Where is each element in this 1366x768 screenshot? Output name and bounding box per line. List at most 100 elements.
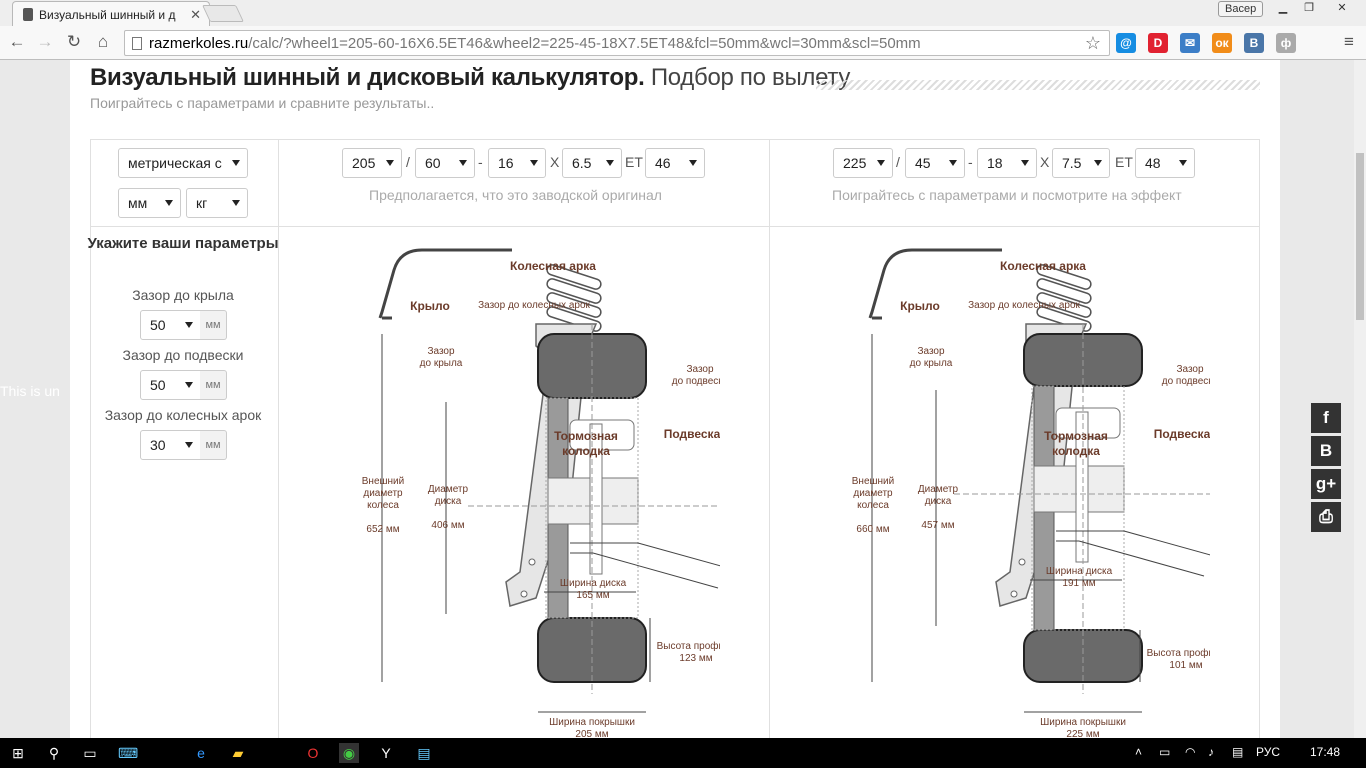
brake-disc-shape xyxy=(589,423,603,575)
file-explorer-icon[interactable]: ▰ xyxy=(232,745,244,761)
suspension-gap-select[interactable]: 50 xyxy=(140,370,201,400)
fender-label: Крыло xyxy=(900,299,940,313)
mail-envelope-icon[interactable]: ✉ xyxy=(1180,33,1200,53)
url-path: /calc/?wheel1=205-60-16X6.5ET46&wheel2=2… xyxy=(248,35,921,52)
rim-width-label: Ширина диска xyxy=(1046,566,1113,577)
et-label: ET xyxy=(625,154,643,170)
disc-diameter-label-2: диска xyxy=(925,496,952,507)
fender-gap-label-1: Зазор xyxy=(427,346,455,357)
notepad-icon[interactable]: ▤ xyxy=(417,745,431,761)
windows-start-icon[interactable]: ⊞ xyxy=(12,745,24,761)
browser-tab[interactable]: Визуальный шинный и д ✕ xyxy=(12,1,210,26)
minimize-icon[interactable]: ▁ xyxy=(1278,2,1288,14)
wheel2-profile-select[interactable]: 45 xyxy=(905,148,965,178)
search-icon[interactable]: ⚲ xyxy=(48,745,60,761)
brake-label-2: колодка xyxy=(562,444,610,458)
clock[interactable]: 17:48 xyxy=(1310,745,1341,759)
wheel1-rim-width-select[interactable]: 6.5 xyxy=(562,148,622,178)
fender-gap-select[interactable]: 50 xyxy=(140,310,201,340)
notification-icon[interactable]: ▤ xyxy=(1232,745,1244,759)
fender-gap-label: Зазор до крыла xyxy=(132,287,234,303)
wheel1-diameter-select[interactable]: 16 xyxy=(488,148,546,178)
weight-unit-select[interactable]: кг xyxy=(186,188,248,218)
new-tab-button[interactable] xyxy=(202,5,244,22)
scrollbar-thumb[interactable] xyxy=(1356,153,1364,320)
mail-ru-icon[interactable]: @ xyxy=(1116,33,1136,53)
language-indicator[interactable]: РУС xyxy=(1256,745,1281,759)
forward-arrow-icon[interactable]: → xyxy=(36,32,54,51)
print-icon[interactable]: ⎙ xyxy=(1311,502,1341,532)
opera-d-icon[interactable]: D xyxy=(1148,33,1168,53)
arch-gap-label: Зазор до колесных арок xyxy=(968,300,1080,311)
chrome-icon[interactable]: ◉ xyxy=(339,743,359,763)
address-bar[interactable]: razmerkoles.ru/calc/?wheel1=205-60-16X6.… xyxy=(124,30,1110,56)
profile-height-value: 101 мм xyxy=(1169,660,1202,671)
volume-icon[interactable]: ♪ xyxy=(1208,745,1214,759)
arch-gap-label: Зазор до колесных арок xyxy=(104,407,262,423)
divider xyxy=(278,139,279,738)
dash-separator: - xyxy=(968,154,973,170)
network-icon[interactable]: ◠ xyxy=(1185,745,1196,759)
task-view-icon[interactable]: ▭ xyxy=(83,745,97,761)
wheel1-profile-select[interactable]: 60 xyxy=(415,148,475,178)
vk-share-icon[interactable]: В xyxy=(1311,436,1341,466)
firefox-like-icon[interactable]: ф xyxy=(1276,33,1296,53)
page-scrollbar[interactable] xyxy=(1354,60,1366,738)
outer-diameter-label-3: колеса xyxy=(367,500,399,511)
tab-close-icon[interactable]: ✕ xyxy=(190,7,201,22)
wheel2-et-select[interactable]: 48 xyxy=(1135,148,1195,178)
rim-width-value: 191 мм xyxy=(1062,578,1095,589)
disc-diameter-label-2: диска xyxy=(435,496,462,507)
wheel2-diameter-select[interactable]: 18 xyxy=(977,148,1037,178)
wheel1-note: Предполагается, что это заводской оригин… xyxy=(369,187,662,203)
wheel2-rim-width-select[interactable]: 7.5 xyxy=(1052,148,1110,178)
length-unit-select[interactable]: мм xyxy=(118,188,181,218)
wheel1-width-select[interactable]: 205 xyxy=(342,148,402,178)
x-separator: X xyxy=(1040,154,1050,170)
rim-width-label: Ширина диска xyxy=(560,578,627,589)
arch-gap-select[interactable]: 30 xyxy=(140,430,201,460)
yandex-browser-icon[interactable]: Y xyxy=(381,745,391,761)
spring-coil xyxy=(1036,292,1092,318)
facebook-share-icon[interactable]: f xyxy=(1311,403,1341,433)
spring-coil xyxy=(546,264,602,290)
tire-width-value: 225 мм xyxy=(1066,729,1099,738)
close-window-icon[interactable]: ✕ xyxy=(1337,2,1347,14)
slash-separator: / xyxy=(896,154,900,170)
vk-icon[interactable]: В xyxy=(1244,33,1264,53)
opera-icon[interactable]: O xyxy=(307,745,319,761)
suspension-gap-label-1: Зазор xyxy=(686,364,714,375)
arch-label: Колесная арка xyxy=(510,259,596,273)
chrome-menu-icon[interactable]: ≡ xyxy=(1344,32,1354,51)
reload-icon[interactable]: ↻ xyxy=(66,32,82,51)
outer-diameter-label-3: колеса xyxy=(857,500,889,511)
disc-diameter-label-1: Диаметр xyxy=(428,484,469,495)
calculator-table xyxy=(90,139,1260,738)
wheel2-width-select[interactable]: 225 xyxy=(833,148,893,178)
odnoklassniki-icon[interactable]: ок xyxy=(1212,33,1232,53)
google-plus-share-icon[interactable]: g+ xyxy=(1311,469,1341,499)
fender-gap-label-2: до крыла xyxy=(420,358,463,369)
strut-bolt xyxy=(528,558,536,566)
brake-label-1: Тормозная xyxy=(1044,429,1108,443)
unit-system-select[interactable]: метрическая с xyxy=(118,148,248,178)
wheel1-et-select[interactable]: 46 xyxy=(645,148,705,178)
brake-label-2: колодка xyxy=(1052,444,1100,458)
back-arrow-icon[interactable]: ← xyxy=(8,32,26,51)
spring-coil xyxy=(1036,278,1092,304)
tray-chevron-icon[interactable]: ˄ xyxy=(1135,745,1143,759)
restore-icon[interactable]: ❐ xyxy=(1304,2,1314,14)
bookmark-star-icon[interactable]: ☆ xyxy=(1084,33,1101,53)
battery-icon[interactable]: ▭ xyxy=(1159,745,1171,759)
page-viewport: Визуальный шинный и дисковый калькулятор… xyxy=(0,60,1354,738)
home-icon[interactable]: ⌂ xyxy=(97,32,109,51)
wheel-arch-shape xyxy=(868,248,1002,320)
profile-button[interactable]: Васер xyxy=(1218,1,1264,17)
edge-icon[interactable]: e xyxy=(197,745,205,761)
keyboard-app-icon[interactable]: ⌨ xyxy=(118,745,139,761)
rim-outline xyxy=(545,397,639,619)
slash-separator: / xyxy=(406,154,410,170)
